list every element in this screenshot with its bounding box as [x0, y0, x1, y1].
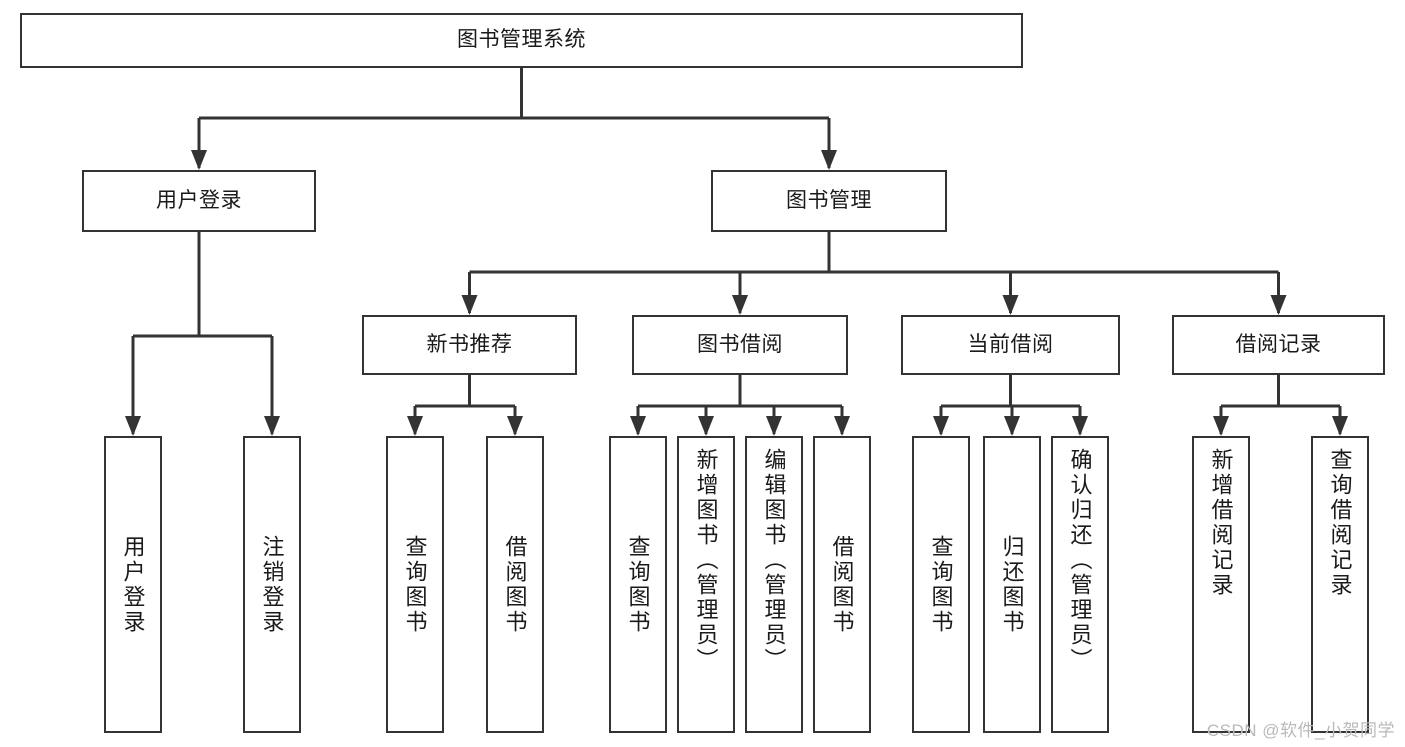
node-leaf-query-record: 查询借阅记录	[1311, 436, 1369, 733]
node-label: 编辑图书（管理员）	[761, 448, 787, 673]
node-label: 查询图书	[625, 534, 651, 635]
node-borrow-record: 借阅记录	[1172, 315, 1385, 375]
node-label: 查询图书	[402, 534, 428, 635]
node-label: 借阅图书	[829, 534, 855, 635]
node-current-borrow: 当前借阅	[901, 315, 1120, 375]
node-label: 借阅记录	[1235, 332, 1322, 356]
node-leaf-confirm-return: 确认归还（管理员）	[1051, 436, 1109, 733]
node-label: 借阅图书	[502, 534, 528, 635]
node-label: 查询借阅记录	[1327, 448, 1353, 598]
node-leaf-add-book: 新增图书（管理员）	[677, 436, 735, 733]
arrow-head-icon	[407, 416, 423, 436]
node-label: 新增借阅记录	[1208, 448, 1234, 598]
arrow-head-icon	[461, 295, 478, 315]
node-label: 图书管理	[786, 188, 872, 212]
node-book-manage: 图书管理	[711, 170, 947, 232]
node-new-book-rec: 新书推荐	[362, 315, 577, 375]
node-root: 图书管理系统	[20, 13, 1023, 68]
node-leaf-query-book-1: 查询图书	[386, 436, 444, 733]
node-label: 用户登录	[120, 534, 146, 635]
node-label: 确认归还（管理员）	[1067, 448, 1093, 673]
node-leaf-return-book: 归还图书	[983, 436, 1041, 733]
arrow-head-icon	[698, 416, 714, 436]
node-leaf-user-login: 用户登录	[104, 436, 162, 733]
node-label: 用户登录	[156, 188, 242, 212]
node-leaf-add-record: 新增借阅记录	[1192, 436, 1250, 733]
node-leaf-edit-book: 编辑图书（管理员）	[745, 436, 803, 733]
arrow-head-icon	[1270, 295, 1287, 315]
arrow-head-icon	[1332, 416, 1348, 436]
arrow-head-icon	[834, 416, 850, 436]
arrow-head-icon	[766, 416, 782, 436]
node-label: 查询图书	[928, 534, 954, 635]
arrow-head-icon	[507, 416, 523, 436]
node-label: 归还图书	[999, 534, 1025, 635]
arrow-head-icon	[1002, 295, 1019, 315]
node-label: 当前借阅	[967, 332, 1054, 356]
node-label: 图书借阅	[697, 332, 783, 356]
arrow-head-icon	[125, 416, 141, 436]
arrow-head-icon	[264, 416, 280, 436]
node-leaf-borrow-book-2: 借阅图书	[813, 436, 871, 733]
arrow-head-icon	[933, 416, 949, 436]
node-user-login: 用户登录	[82, 170, 316, 232]
arrow-head-icon	[1072, 416, 1088, 436]
node-leaf-borrow-book-1: 借阅图书	[486, 436, 544, 733]
node-label: 新增图书（管理员）	[693, 448, 719, 673]
arrow-head-icon	[732, 295, 748, 315]
node-leaf-query-book-3: 查询图书	[912, 436, 970, 733]
arrow-head-icon	[1004, 416, 1020, 436]
node-label: 新书推荐	[426, 332, 513, 356]
arrow-head-icon	[1213, 416, 1229, 436]
node-leaf-logout: 注销登录	[243, 436, 301, 733]
node-leaf-query-book-2: 查询图书	[609, 436, 667, 733]
arrow-head-icon	[821, 150, 837, 170]
arrow-head-icon	[630, 416, 646, 436]
node-label: 注销登录	[259, 534, 285, 635]
node-book-borrow: 图书借阅	[632, 315, 848, 375]
node-label: 图书管理系统	[457, 28, 586, 52]
arrow-head-icon	[191, 150, 207, 170]
